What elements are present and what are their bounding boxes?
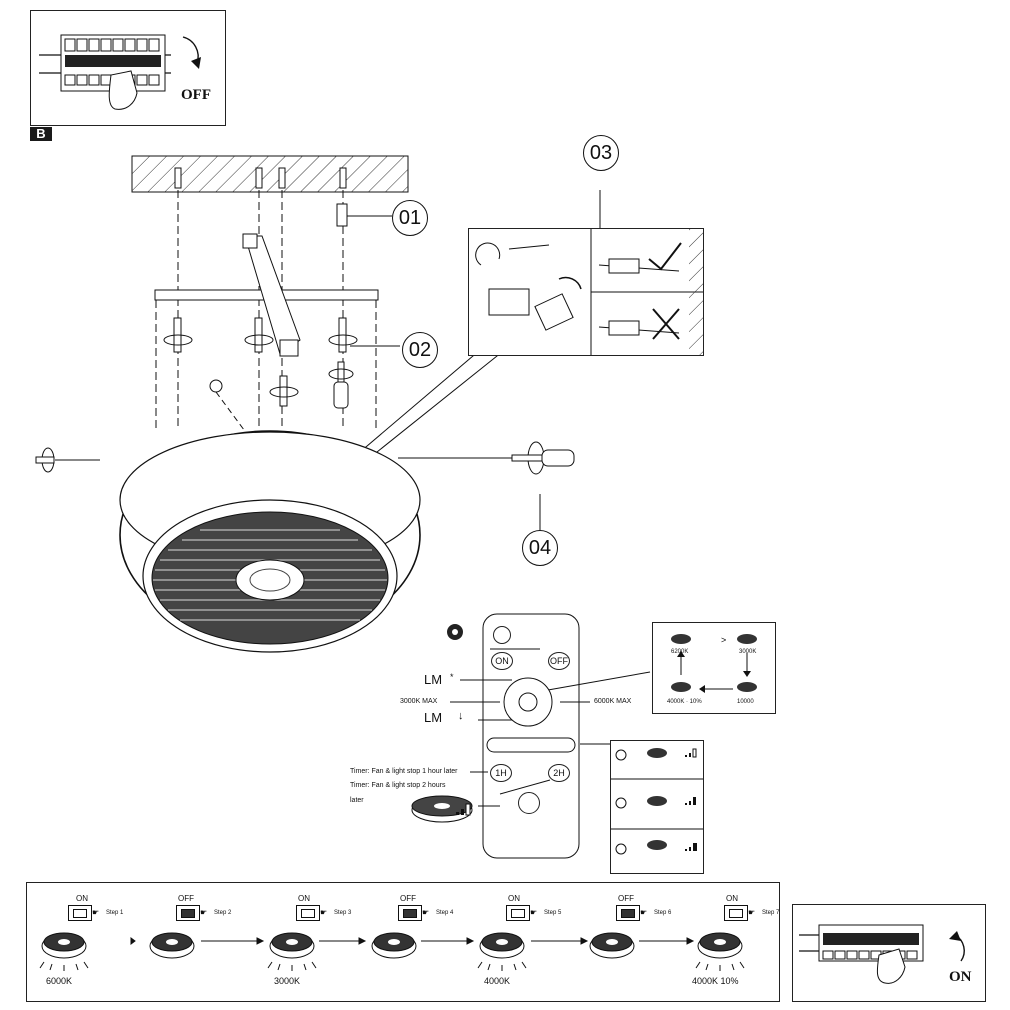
section-b-label: B [30, 127, 52, 141]
step-caption: 6000K [46, 976, 73, 986]
lm-up-label: LM [424, 672, 443, 687]
step-label: Step 4 [436, 910, 454, 916]
step-label: Step 3 [334, 910, 352, 916]
step-switch-state: ON [508, 894, 520, 903]
step-switch-state: OFF [618, 894, 634, 903]
timer-2h-button[interactable]: 2H [548, 764, 570, 782]
color-cycle-drawing: > [671, 634, 757, 693]
cold-label: 6000K MAX [594, 698, 632, 705]
lm-down-arrow: ↓ [458, 710, 464, 722]
step-switch-state: ON [76, 894, 88, 903]
off-text: OFF [181, 87, 211, 103]
hand-icon: ☛ [748, 908, 756, 917]
hand-icon: ☛ [320, 908, 328, 917]
step-switch-state: OFF [178, 894, 194, 903]
step-label: Step 5 [544, 910, 562, 916]
section-a-panel: OFF [30, 10, 226, 126]
wall-switch-icon [176, 905, 200, 921]
step-caption: 4000K 10% [692, 976, 739, 986]
fan-lamp-icon [371, 932, 417, 959]
cycle-c: 4000K · 10% [667, 699, 702, 705]
fan-lamp-icon [695, 932, 745, 971]
timer-1h-button[interactable]: 1H [490, 764, 512, 782]
warm-label: 3000K MAX [400, 698, 438, 705]
hand-icon: ☛ [640, 908, 648, 917]
lm-up-arrow: * [450, 672, 454, 682]
cycle-b: 3000K [739, 649, 757, 655]
hand-icon: ☛ [530, 908, 538, 917]
step-switch-state: ON [298, 894, 310, 903]
wall-switch-icon [616, 905, 640, 921]
fan-speed-box [610, 740, 704, 874]
wiring-detail-box [468, 228, 704, 356]
step-item: ON ☛ Step 1 6000K [36, 894, 136, 994]
step-label: Step 7 [762, 910, 780, 916]
fan-speed-button[interactable] [518, 792, 540, 814]
callout-04: 04 [522, 530, 558, 566]
on-button[interactable]: ON [491, 652, 513, 670]
svg-text:>: > [721, 635, 726, 645]
timer-1h-label: Timer: Fan & light stop 1 hour later [350, 768, 458, 775]
wall-switch-icon [68, 905, 92, 921]
fan-speed-drawing [611, 748, 703, 855]
hand-icon: ☛ [200, 908, 208, 917]
on-text: ON [949, 969, 972, 985]
step-switch-state: OFF [400, 894, 416, 903]
breaker-on-illustration [799, 924, 965, 984]
off-button[interactable]: OFF [548, 652, 570, 670]
fan-lamp-icon [149, 932, 195, 959]
step-switch-state: ON [726, 894, 738, 903]
fan-lamp-icon [267, 932, 317, 971]
fan-lamp-icon [39, 932, 89, 971]
callout-03: 03 [583, 135, 619, 171]
wall-switch-icon [296, 905, 320, 921]
wiring-detail-drawing [475, 229, 703, 355]
timer-2h-label-cont: later [350, 797, 364, 804]
step-caption: 4000K [484, 976, 511, 986]
step-item: ON ☛ Step 7 4000K 10% [692, 894, 792, 994]
timer-2h-label: Timer: Fan & light stop 2 hours [350, 782, 446, 789]
step-label: Step 2 [214, 910, 232, 916]
step-label: Step 1 [106, 910, 124, 916]
step-item: OFF ☛ Step 6 [584, 894, 684, 994]
step-caption: 3000K [274, 976, 301, 986]
step-item: OFF ☛ Step 2 [144, 894, 244, 994]
wall-switch-icon [724, 905, 748, 921]
section-c-panel: ON [792, 904, 986, 1002]
wall-switch-icon [506, 905, 530, 921]
wall-switch-icon [398, 905, 422, 921]
step-item: ON ☛ Step 5 4000K [474, 894, 574, 994]
fan-lamp-icon [589, 932, 635, 959]
color-cycle-box: > 6200K 3000K 4000K · 10% 10000 [652, 622, 776, 714]
lm-down-label: LM [424, 710, 443, 725]
callout-02: 02 [402, 332, 438, 368]
step-label: Step 6 [654, 910, 672, 916]
cycle-a: 6200K [671, 649, 689, 655]
step-item: ON ☛ Step 3 3000K [264, 894, 364, 994]
cycle-d: 10000 [737, 699, 754, 705]
steps-arrows [130, 937, 695, 945]
breaker-off-illustration [39, 34, 201, 110]
hand-icon: ☛ [92, 908, 100, 917]
step-item: OFF ☛ Step 4 [366, 894, 466, 994]
fan-lamp-icon [477, 932, 527, 971]
callout-01: 01 [392, 200, 428, 236]
fan-reverse-button[interactable] [493, 626, 511, 644]
hand-icon: ☛ [422, 908, 430, 917]
